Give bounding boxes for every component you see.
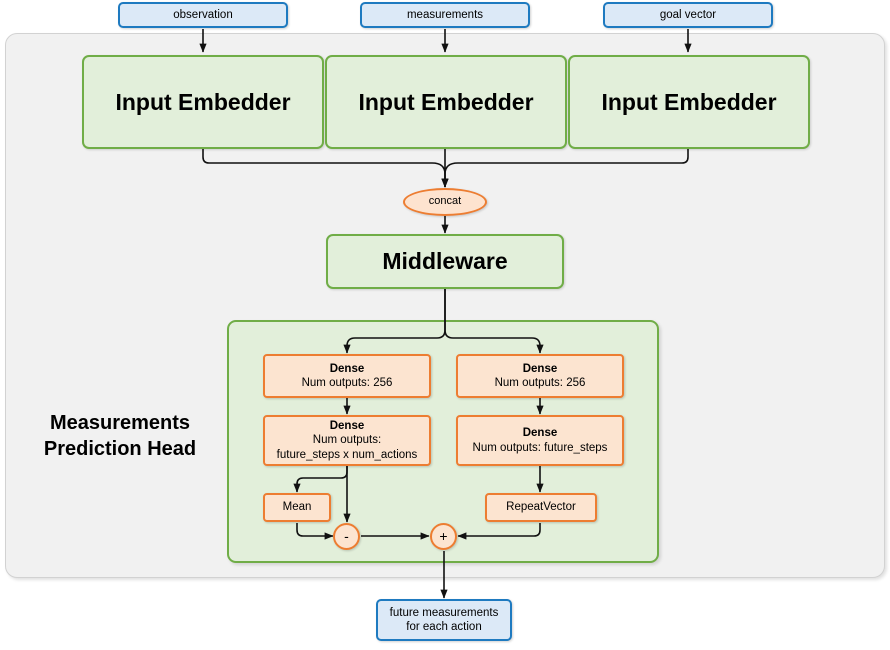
left-dense-256[interactable]: Dense Num outputs: 256 xyxy=(263,354,431,398)
right-dense-fs-line1: Dense xyxy=(522,427,558,440)
left-dense-future-steps-actions[interactable]: Dense Num outputs: future_steps x num_ac… xyxy=(263,415,431,466)
left-dense-fsa-line1: Dense xyxy=(329,420,365,433)
output-line2: for each action xyxy=(406,621,482,633)
input-goal-vector[interactable]: goal vector xyxy=(603,2,773,28)
middleware-node[interactable]: Middleware xyxy=(326,234,564,289)
subtract-operator[interactable]: - xyxy=(333,523,360,550)
right-dense-256[interactable]: Dense Num outputs: 256 xyxy=(456,354,624,398)
add-operator[interactable]: + xyxy=(430,523,457,550)
measurements-prediction-head-title: Measurements Prediction Head xyxy=(20,410,220,462)
input-measurements[interactable]: measurements xyxy=(360,2,530,28)
right-dense-256-line2: Num outputs: 256 xyxy=(494,377,586,389)
left-dense-256-line2: Num outputs: 256 xyxy=(301,377,393,389)
repeat-vector-node[interactable]: RepeatVector xyxy=(485,493,597,522)
input-embedder-goal-vector[interactable]: Input Embedder xyxy=(568,55,810,149)
left-dense-256-line1: Dense xyxy=(329,362,365,375)
right-dense-256-line1: Dense xyxy=(522,362,558,375)
left-dense-fsa-line2: Num outputs: xyxy=(312,434,382,447)
right-dense-fs-line2: Num outputs: future_steps xyxy=(472,441,608,454)
concat-node[interactable]: concat xyxy=(403,188,487,216)
input-embedder-measurements[interactable]: Input Embedder xyxy=(325,55,567,149)
right-dense-future-steps[interactable]: Dense Num outputs: future_steps xyxy=(456,415,624,466)
mean-node[interactable]: Mean xyxy=(263,493,331,522)
output-future-measurements[interactable]: future measurements for each action xyxy=(376,599,512,641)
left-dense-fsa-line3: future_steps x num_actions xyxy=(276,448,418,461)
input-observation[interactable]: observation xyxy=(118,2,288,28)
head-title-line1: Measurements xyxy=(49,412,191,434)
head-title-line2: Prediction Head xyxy=(43,438,197,460)
input-embedder-observation[interactable]: Input Embedder xyxy=(82,55,324,149)
output-line1: future measurements xyxy=(389,606,499,619)
